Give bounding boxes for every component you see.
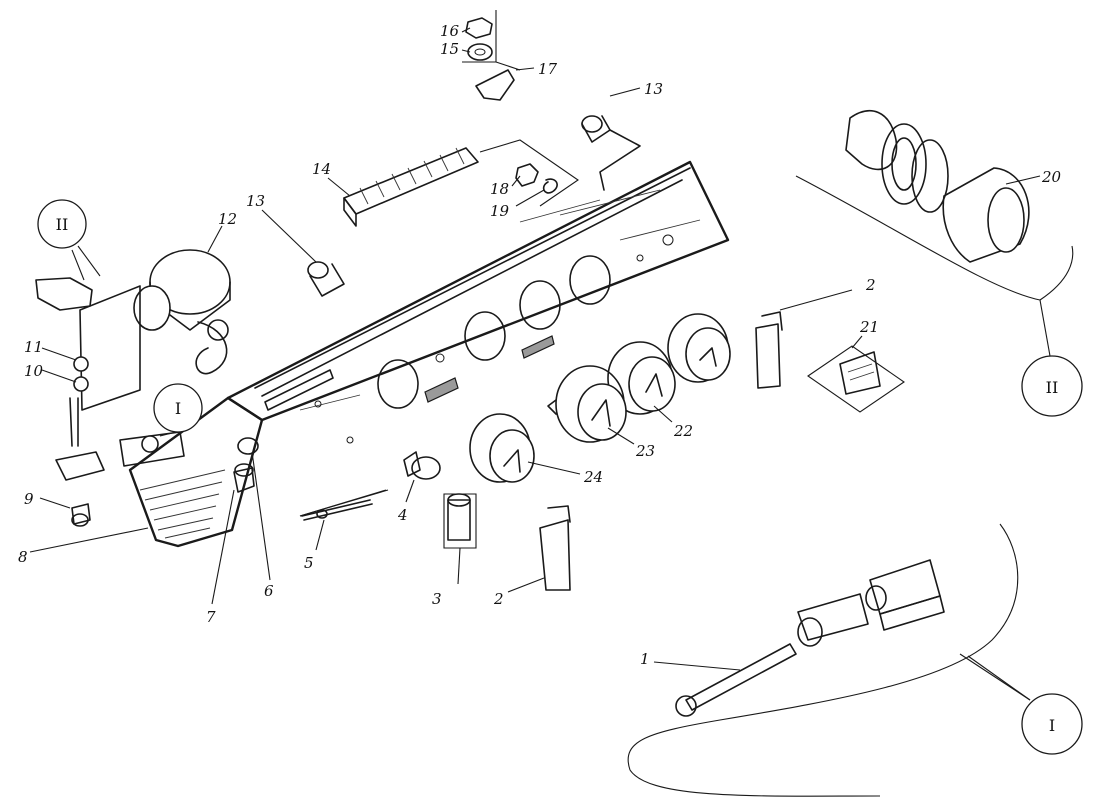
svg-text:I: I [175,399,181,418]
callout-13-left: 13 [246,192,265,210]
gauge-23 [547,365,627,443]
screw-3 [447,493,471,541]
gauge-24 [469,413,535,483]
callout-8: 8 [18,548,28,566]
detail-II-parts [845,110,1030,263]
screw-7 [233,463,255,493]
callout-2-bottom: 2 [493,590,504,608]
lamp-holder-2-right [755,311,783,389]
callout-4: 4 [397,506,408,524]
bubble-I-top: I [153,383,203,433]
callout-19: 19 [490,202,510,220]
callout-23: 23 [635,442,655,460]
panel-hatching [139,189,701,539]
sleeve-20 [942,167,1030,263]
callout-9: 9 [24,490,34,508]
callout-22: 22 [673,422,693,440]
gauge-openings [314,234,674,444]
callout-1: 1 [640,650,650,668]
gauge-rear [667,313,731,383]
callout-labels: 16 15 17 13 14 13 18 19 12 11 10 20 2 21… [18,22,1062,668]
small-parts [307,17,641,297]
callout-21: 21 [859,318,879,336]
callout-16: 16 [440,22,460,40]
svg-text:II: II [56,215,69,234]
switch-17 [475,69,515,101]
callout-24: 24 [583,468,603,486]
svg-text:I: I [1049,716,1055,735]
callout-5: 5 [304,554,314,572]
svg-text:II: II [1046,378,1059,397]
lamp-socket-13-top [581,115,641,191]
callout-20: 20 [1041,168,1062,186]
leader-lines [29,27,1041,701]
lamp-21 [839,351,881,395]
detail-bubbles: II I II I [37,199,1083,755]
bolt-1 [675,643,797,717]
callout-12: 12 [218,210,237,228]
callout-3: 3 [432,590,442,608]
washer-6 [237,437,259,455]
lamp-socket-13-left [307,261,345,297]
bubble-II-right: II [1021,355,1083,417]
callout-2-right: 2 [865,276,876,294]
bubble-II-top: II [37,199,87,249]
detail-I-parts [797,559,945,647]
terminal-block [343,147,479,227]
knob-4 [403,451,441,480]
gauge-cluster [469,313,731,483]
fasteners [71,311,881,717]
callout-17: 17 [538,60,558,78]
bolt-9 [71,503,91,527]
callout-7: 7 [206,608,216,626]
gauge-22 [607,341,676,415]
section-outlines [299,10,1074,797]
callout-18: 18 [490,180,509,198]
lamp-holder-2-bottom [539,505,571,591]
callout-14: 14 [312,160,331,178]
washer-15 [467,43,493,61]
callout-13-top: 13 [644,80,663,98]
bubble-I-bottom: I [1021,693,1083,755]
callout-15: 15 [440,40,459,58]
pin-5 [301,499,373,521]
callout-6: 6 [264,582,274,600]
instrument-panel [128,160,730,548]
nut-18 [515,163,539,187]
washer-19 [542,178,558,194]
callout-11: 11 [24,338,43,356]
nut-16 [465,17,493,39]
switch-unit-assembly [35,249,231,481]
callout-10: 10 [24,362,44,380]
